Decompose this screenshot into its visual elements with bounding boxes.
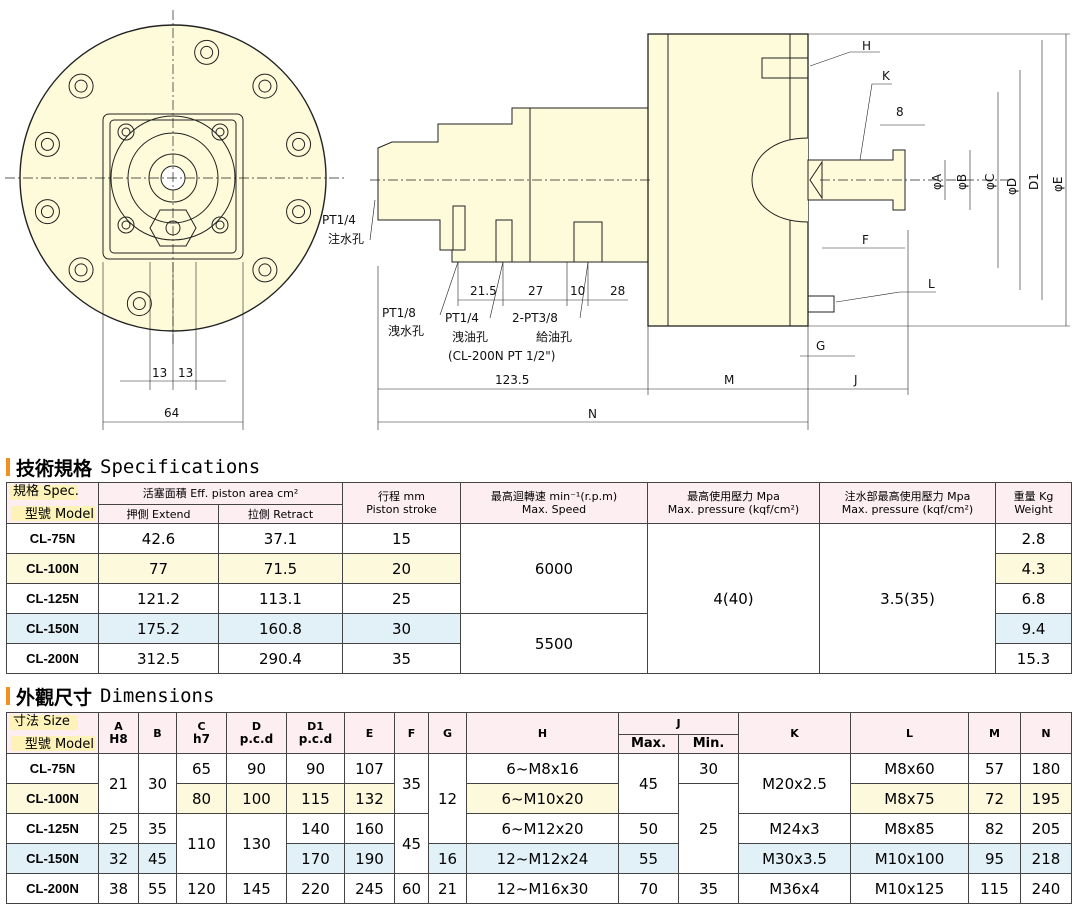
label-cl200: (CL-200N PT 1/2") [448, 349, 555, 363]
label-oil-drain: 洩油孔 [452, 330, 488, 344]
bolt-hole [34, 131, 60, 157]
bolt-hole [286, 199, 312, 225]
bolt-hole [286, 131, 312, 157]
label-k: K [882, 69, 891, 83]
label-28: 28 [610, 284, 625, 298]
bolt-hole-inner [132, 297, 146, 311]
spec-pressure: 4(40) [647, 523, 820, 674]
label-10: 10 [570, 284, 585, 298]
label-1235: 123.5 [495, 373, 529, 387]
spec-speed-b: 5500 [460, 613, 648, 674]
bolt-hole [126, 291, 152, 317]
technical-drawing: PT1/4 注水孔 PT1/8 洩水孔 PT1/4 洩油孔 (CL-200N P… [5, 10, 1070, 430]
label-13a: 13 [152, 366, 167, 380]
bolt-hole-inner [292, 137, 306, 151]
label-pt38: 2-PT3/8 [512, 311, 558, 325]
bolt-hole [34, 199, 60, 225]
label-h: H [862, 39, 871, 53]
bolt-hole-inner [40, 205, 54, 219]
spec-retract-header: 拉側 Retract [218, 503, 343, 525]
label-pt18: PT1/8 [382, 306, 416, 320]
label-j: J [853, 373, 858, 387]
bolt-hole-inner [40, 137, 54, 151]
label-phiD: φD [1005, 178, 1019, 195]
spec-corner: 規格 Spec. 型號 Model [6, 482, 99, 524]
label-n: N [588, 407, 597, 421]
label-pt14-left: PT1/4 [322, 213, 356, 227]
spec-heading: 技術規格 Specifications [6, 456, 260, 480]
label-phiC: φC [983, 174, 997, 190]
bolt-hole [252, 73, 278, 99]
spec-speed-a: 6000 [460, 523, 648, 614]
table-row: CL-75N 21 30 65 90 90 107 35 12 6~M8x16 … [6, 753, 1072, 844]
label-f: F [862, 233, 869, 247]
spec-table: 規格 Spec. 型號 Model 活塞面積 Eff. piston area … [6, 482, 1072, 674]
dims-corner: 寸法 Size 型號 Model [6, 712, 99, 754]
label-8: 8 [896, 105, 904, 119]
label-27: 27 [528, 284, 543, 298]
spec-area-header: 活塞面積 Eff. piston area cm² [98, 482, 343, 505]
dims-heading: 外觀尺寸 Dimensions [6, 685, 214, 709]
front-view [5, 10, 345, 430]
label-pt14-mid: PT1/4 [445, 311, 479, 325]
bolt-hole-inner [258, 79, 272, 93]
table-row: CL-150N 32 45 170 190 16 12~M12x24 55 M3… [6, 843, 1072, 874]
label-oil-supply: 給油孔 [536, 330, 572, 344]
bolt-hole-inner [74, 263, 88, 277]
label-13b: 13 [178, 366, 193, 380]
bolt-hole [68, 73, 94, 99]
label-d1: D1 [1027, 173, 1041, 190]
label-water-inlet: 注水孔 [328, 231, 364, 246]
label-g: G [816, 339, 825, 353]
side-view [369, 33, 1070, 430]
bolt-hole-inner [292, 205, 306, 219]
label-m: M [724, 373, 734, 387]
bolt-hole [252, 257, 278, 283]
table-row: CL-100N 80 100 115 132 6~M10x20 25 M8x75… [6, 783, 1072, 874]
table-row: CL-200N 38 55 120 145 220 245 60 21 12~M… [6, 873, 1072, 904]
label-64: 64 [164, 406, 179, 420]
bolt-hole-inner [74, 79, 88, 93]
label-phiB: φB [955, 174, 969, 190]
bolt-hole-inner [258, 263, 272, 277]
label-phiA: φA [930, 173, 944, 190]
bolt-hole [194, 39, 220, 65]
spec-speed-header: 最高迴轉速 min⁻¹(r.p.m)Max. Speed [460, 482, 648, 524]
table-row: CL-125N 25 35 110 130 140 160 45 6~M12x2… [6, 813, 1072, 874]
spec-extend-header: 押側 Extend [98, 503, 219, 525]
label-l: L [928, 277, 935, 291]
bolt-hole-inner [200, 45, 214, 59]
label-phiE: φE [1051, 177, 1065, 193]
label-water-drain: 洩水孔 [388, 324, 424, 338]
label-215: 21.5 [470, 284, 497, 298]
bolt-hole [68, 257, 94, 283]
spec-water-pressure: 3.5(35) [819, 523, 996, 674]
